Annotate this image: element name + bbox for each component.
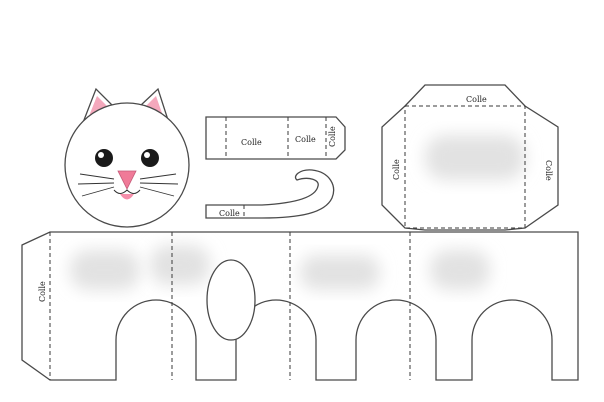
legs-strip: Colle — [21, 231, 579, 381]
cat-head — [64, 87, 190, 228]
whiskers — [77, 173, 179, 197]
glue-label-box-left: Colle — [392, 159, 401, 180]
glue-label-neck-2: Colle — [295, 135, 316, 144]
glue-label-box-top: Colle — [466, 95, 487, 104]
tongue — [120, 194, 134, 200]
left-eye-shine — [98, 152, 104, 158]
belly-opening — [206, 259, 256, 341]
neck-strip: Colle Colle Colle — [205, 116, 346, 160]
cat-tail: Colle — [205, 169, 335, 219]
glue-label-neck-1: Colle — [241, 138, 262, 147]
right-eye-shine — [144, 152, 150, 158]
head-circle — [64, 102, 190, 228]
body-box: Colle Colle Colle — [381, 84, 559, 231]
glue-label-tail: Colle — [219, 209, 240, 218]
left-eye — [95, 149, 113, 167]
mouth — [113, 189, 141, 194]
glue-label-box-right: Colle — [544, 160, 553, 181]
glue-label-neck-3: Colle — [328, 126, 337, 147]
right-eye — [141, 149, 159, 167]
left-ear-inner — [89, 96, 109, 116]
nose — [117, 170, 137, 190]
glue-label-legs: Colle — [38, 281, 47, 302]
